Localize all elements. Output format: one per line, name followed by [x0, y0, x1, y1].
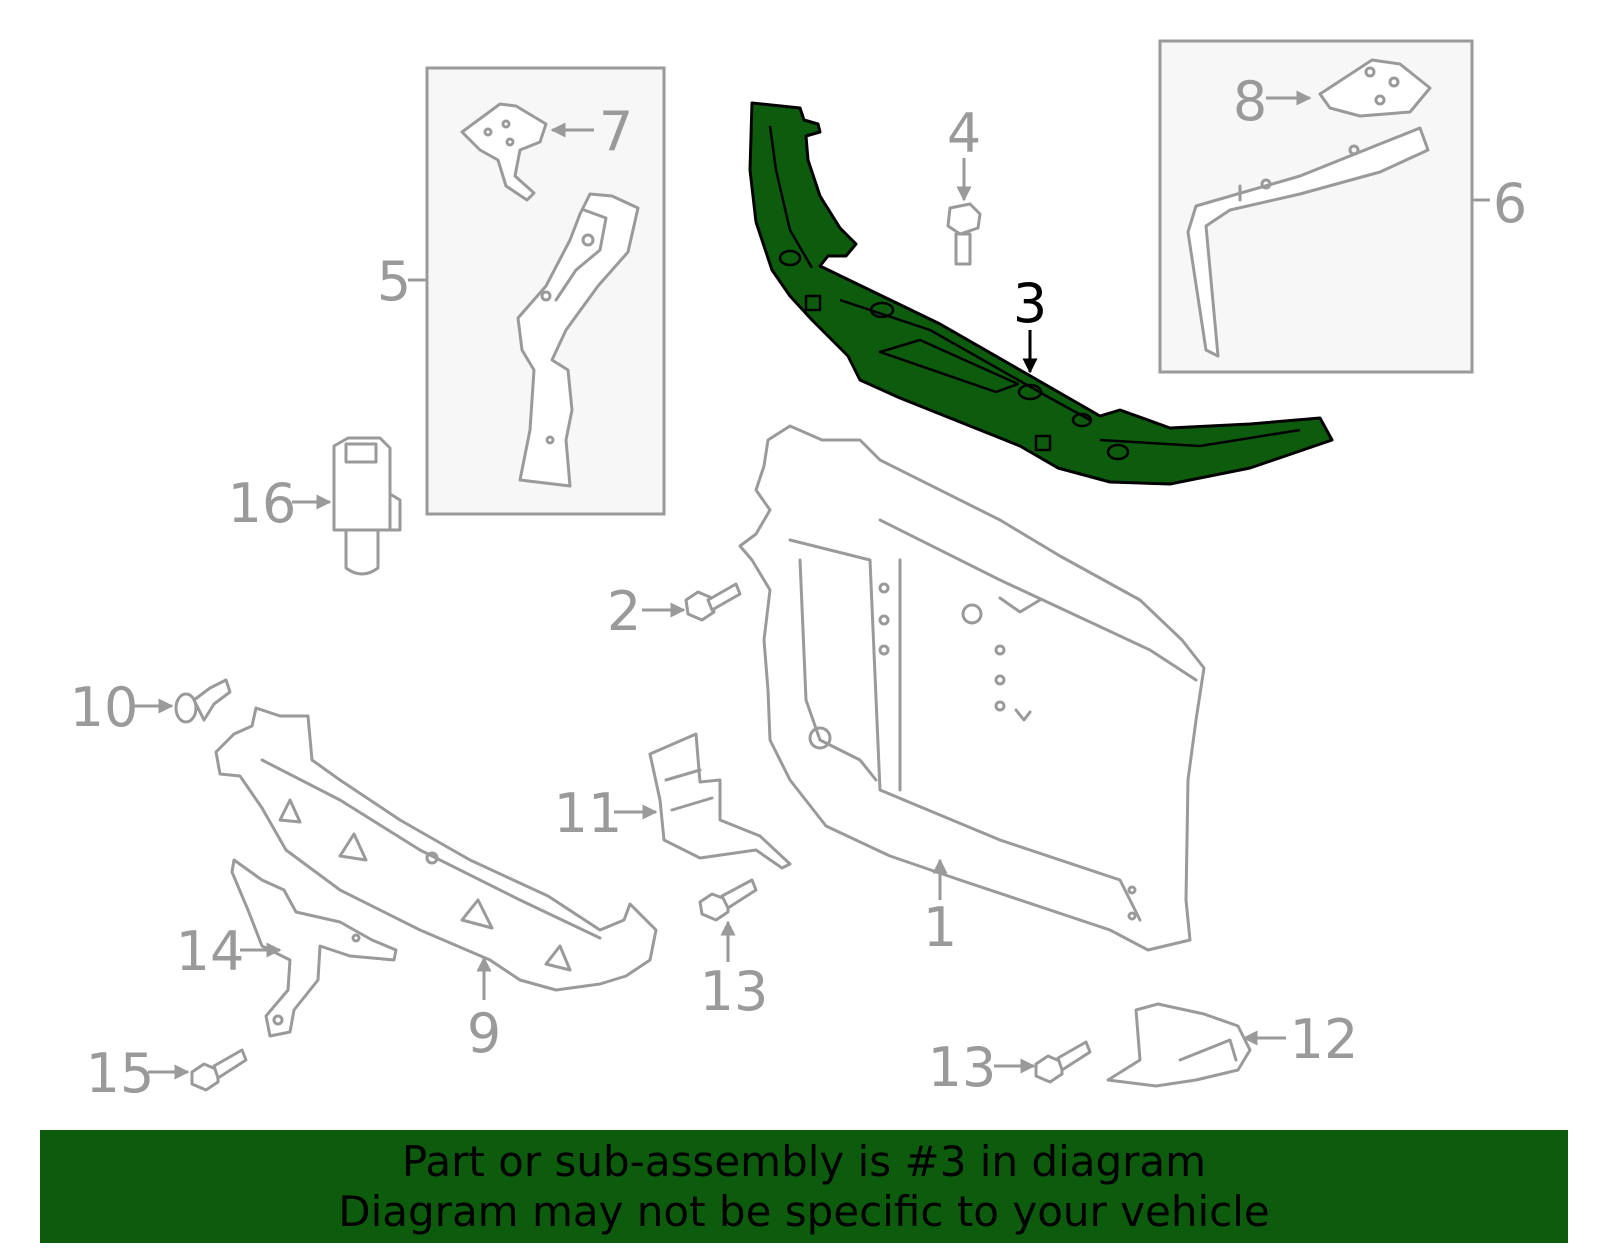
callout-4: 4: [947, 102, 981, 202]
svg-text:11: 11: [554, 782, 623, 845]
svg-text:5: 5: [377, 250, 411, 313]
part-12-deflector: [1106, 1002, 1252, 1088]
callout-11: 11: [554, 782, 658, 845]
notice-line-1: Part or sub-assembly is #3 in diagram: [401, 1136, 1207, 1186]
part-11-air-guide: [648, 732, 792, 870]
svg-text:13: 13: [928, 1036, 997, 1099]
callout-14: 14: [176, 920, 282, 983]
svg-text:14: 14: [176, 920, 245, 983]
part-6-member: [1186, 126, 1430, 358]
svg-text:15: 15: [86, 1042, 155, 1105]
callout-9: 9: [467, 956, 501, 1065]
svg-text:12: 12: [1290, 1008, 1359, 1071]
part-10-clip: [174, 678, 232, 724]
notice-banner: Part or sub-assembly is #3 in diagram Di…: [40, 1130, 1568, 1243]
svg-text:16: 16: [228, 472, 297, 535]
callout-13b: 13: [928, 1036, 1036, 1099]
callout-8: 8: [1233, 70, 1312, 133]
callout-1: 1: [923, 858, 957, 959]
svg-text:1: 1: [923, 896, 957, 959]
callout-13a: 13: [700, 920, 769, 1023]
part-15-bolt: [190, 1048, 248, 1092]
svg-text:8: 8: [1233, 70, 1267, 133]
part-5-pillar: [516, 192, 640, 488]
part-7-bracket: [460, 102, 548, 202]
callout-12: 12: [1242, 1008, 1359, 1071]
callout-15: 15: [86, 1042, 190, 1105]
callout-5: 5: [377, 250, 427, 313]
callout-7: 7: [550, 100, 633, 163]
svg-text:7: 7: [599, 100, 633, 163]
part-13a-bolt: [698, 878, 758, 922]
part-13b-bolt: [1034, 1040, 1092, 1084]
part-2-bolt: [684, 582, 742, 622]
callout-3: 3: [1013, 272, 1047, 374]
callout-16: 16: [228, 472, 332, 535]
svg-text:4: 4: [947, 102, 981, 165]
part-9-lower-tie-bar: [214, 706, 658, 992]
part-3-upper-tie-bar: [748, 101, 1334, 486]
callout-10: 10: [70, 676, 174, 739]
callout-6: 6: [1472, 172, 1527, 235]
svg-text:3: 3: [1013, 272, 1047, 335]
part-1-radiator-support: [738, 424, 1206, 952]
svg-text:9: 9: [467, 1002, 501, 1065]
svg-text:2: 2: [607, 580, 641, 643]
notice-line-2: Diagram may not be specific to your vehi…: [338, 1186, 1270, 1236]
svg-text:6: 6: [1493, 172, 1527, 235]
svg-text:13: 13: [700, 960, 769, 1023]
part-4-bolt: [946, 202, 982, 266]
callout-2: 2: [607, 580, 686, 643]
svg-text:10: 10: [70, 676, 139, 739]
part-16-sensor: [332, 436, 402, 576]
part-8-bracket: [1318, 58, 1432, 118]
